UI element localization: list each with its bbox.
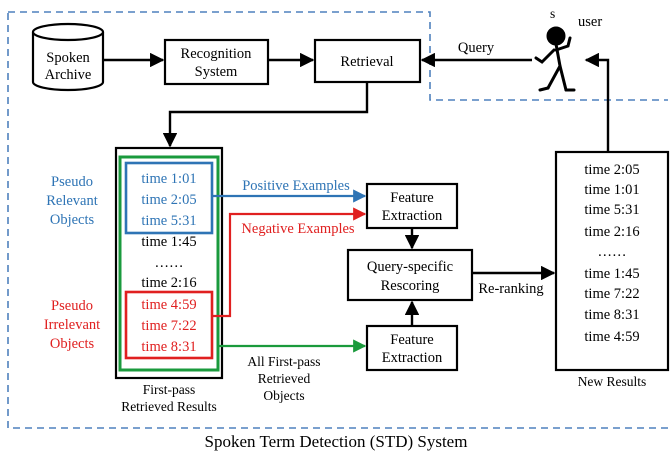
rescoring-line1: Query-specific: [367, 259, 453, 275]
pseudo-relevant-line3: Objects: [50, 212, 95, 228]
rescoring-line2: Rescoring: [381, 278, 440, 294]
spoken-archive-node: Spoken Archive: [31, 22, 105, 92]
pseudo-irrelevant-line1: Pseudo: [51, 298, 93, 314]
arrow-negative-examples: [212, 207, 367, 318]
user-figure: [534, 26, 576, 92]
retrieval-node: Retrieval: [313, 38, 422, 84]
all-first-pass-line2: Retrieved: [258, 371, 311, 386]
feature-bottom-line1: Feature: [390, 332, 433, 348]
pseudo-relevant-line1: Pseudo: [51, 174, 93, 190]
first-pass-item: time 8:31: [141, 339, 196, 355]
first-pass-results-box: [114, 146, 224, 380]
first-pass-item: time 7:22: [141, 318, 196, 334]
feature-bottom-line2: Extraction: [382, 350, 443, 366]
user-glyph: s: [550, 6, 555, 21]
recognition-line2: System: [195, 64, 238, 80]
new-result-item: time 2:05: [584, 162, 639, 178]
spoken-archive-line2: Archive: [45, 67, 92, 83]
rescoring-node: Query-specific Rescoring: [346, 248, 474, 302]
new-result-item: time 5:31: [584, 202, 639, 218]
pseudo-irrelevant-line3: Objects: [50, 336, 95, 352]
new-result-ellipsis: ……: [598, 244, 627, 260]
reranking-label: Re-ranking: [478, 281, 543, 297]
new-result-item: time 1:01: [584, 182, 639, 198]
pseudo-relevant-label: Pseudo Relevant Objects: [46, 174, 98, 228]
positive-examples-label: Positive Examples: [242, 178, 350, 194]
query-label: Query: [458, 40, 495, 56]
all-first-pass-line3: Objects: [263, 388, 304, 403]
feature-top-line2: Extraction: [382, 208, 443, 224]
spoken-archive-line1: Spoken: [46, 50, 90, 66]
new-results-list: time 2:05 time 1:01 time 5:31 time 2:16 …: [584, 162, 639, 345]
first-pass-item: time 1:01: [141, 171, 196, 187]
new-result-item: time 2:16: [584, 224, 639, 240]
first-pass-item: time 1:45: [141, 234, 196, 250]
retrieval-label: Retrieval: [340, 54, 393, 70]
pseudo-relevant-line2: Relevant: [46, 193, 98, 209]
recognition-system-node: Recognition System: [163, 38, 270, 86]
feature-extraction-top-node: Feature Extraction: [365, 182, 459, 230]
arrow-retrieval-to-first-pass: [162, 82, 369, 148]
new-results-box: [554, 150, 670, 372]
feature-top-line1: Feature: [390, 190, 433, 206]
system-caption: Spoken Term Detection (STD) System: [205, 432, 468, 451]
new-result-item: time 8:31: [584, 307, 639, 323]
first-pass-caption-line2: Retrieved Results: [121, 399, 217, 414]
feature-extraction-bottom-node: Feature Extraction: [365, 324, 459, 372]
negative-examples-label: Negative Examples: [241, 221, 354, 237]
new-result-item: time 7:22: [584, 286, 639, 302]
first-pass-item: time 5:31: [141, 213, 196, 229]
user-label: user: [578, 14, 602, 30]
recognition-line1: Recognition: [181, 46, 253, 62]
first-pass-caption-line1: First-pass: [143, 382, 196, 397]
new-results-caption: New Results: [578, 374, 647, 389]
system-boundary: [7, 11, 668, 429]
new-result-item: time 1:45: [584, 266, 639, 282]
first-pass-ellipsis: ……: [155, 255, 184, 271]
first-pass-item: time 2:05: [141, 192, 196, 208]
first-pass-item: time 2:16: [141, 275, 196, 291]
arrow-new-results-to-user: [584, 52, 610, 152]
all-first-pass-line1: All First-pass: [247, 354, 320, 369]
pseudo-irrelevant-label: Pseudo Irrelevant Objects: [44, 298, 100, 352]
first-pass-item: time 4:59: [141, 297, 196, 313]
pseudo-irrelevant-line2: Irrelevant: [44, 317, 100, 333]
new-result-item: time 4:59: [584, 329, 639, 345]
first-pass-list: time 1:01 time 2:05 time 5:31 time 1:45 …: [141, 171, 196, 355]
